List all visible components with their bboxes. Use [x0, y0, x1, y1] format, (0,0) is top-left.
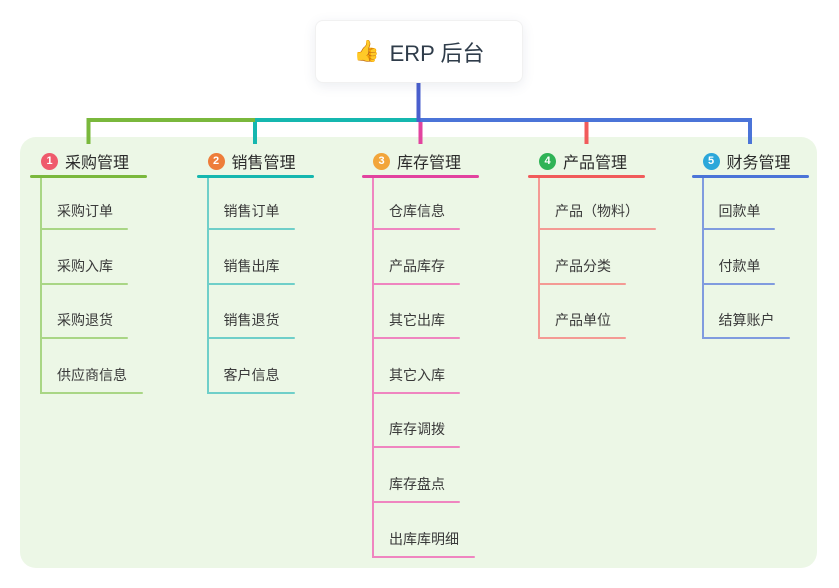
- branch-child-spine: [206, 178, 209, 394]
- child-underline: [372, 556, 475, 558]
- child-underline: [372, 283, 460, 285]
- branch-header-finance[interactable]: 5 财务管理: [702, 148, 791, 174]
- branch-badge: 2: [207, 152, 225, 170]
- child-underline: [206, 392, 295, 394]
- branch-underline: [362, 175, 479, 178]
- child-underline: [701, 283, 775, 285]
- child-node-sales-2[interactable]: 销售出库: [223, 258, 280, 274]
- branch-child-spine: [40, 178, 42, 394]
- child-node-purchase-3[interactable]: 采购退货: [57, 312, 113, 328]
- root-node[interactable]: 👍 ERP 后台: [315, 20, 523, 83]
- branch-child-spine: [701, 178, 704, 339]
- child-node-inventory-5[interactable]: 库存调拨: [389, 421, 445, 437]
- branch-badge: 1: [41, 152, 58, 170]
- branch-label: 采购管理: [65, 155, 130, 172]
- child-node-inventory-3[interactable]: 其它出库: [389, 312, 445, 328]
- child-node-purchase-4[interactable]: 供应商信息: [57, 367, 127, 383]
- child-underline: [701, 337, 790, 339]
- child-node-inventory-7[interactable]: 出库库明细: [389, 531, 459, 547]
- child-underline: [372, 392, 460, 394]
- thumbs-up-icon: 👍: [353, 40, 380, 63]
- branch-underline: [30, 175, 147, 178]
- child-node-inventory-1[interactable]: 仓库信息: [389, 203, 445, 219]
- child-node-inventory-6[interactable]: 库存盘点: [389, 476, 445, 492]
- branch-badge: 4: [539, 152, 556, 170]
- child-node-purchase-2[interactable]: 采购入库: [57, 258, 113, 274]
- child-node-finance-1[interactable]: 回款单: [718, 203, 761, 219]
- branch-header-product[interactable]: 4 产品管理: [539, 148, 627, 174]
- branch-label: 财务管理: [726, 155, 791, 172]
- branch-underline: [691, 175, 809, 178]
- child-node-product-1[interactable]: 产品（物料）: [555, 203, 639, 219]
- branch-header-purchase[interactable]: 1 采购管理: [41, 148, 129, 174]
- child-node-finance-2[interactable]: 付款单: [718, 258, 761, 274]
- child-underline: [372, 337, 460, 339]
- branch-badge: 3: [373, 152, 390, 170]
- child-node-inventory-2[interactable]: 产品库存: [389, 258, 445, 274]
- child-underline: [40, 337, 128, 339]
- root-label: ERP 后台: [389, 40, 485, 66]
- child-underline: [538, 228, 656, 230]
- child-underline: [372, 228, 460, 230]
- child-underline: [40, 283, 128, 285]
- child-underline: [206, 228, 295, 230]
- child-node-sales-1[interactable]: 销售订单: [223, 203, 280, 219]
- child-underline: [40, 392, 143, 394]
- branch-header-sales[interactable]: 2 销售管理: [207, 148, 296, 174]
- child-underline: [40, 228, 128, 230]
- child-node-product-3[interactable]: 产品单位: [555, 312, 611, 328]
- child-node-purchase-1[interactable]: 采购订单: [57, 203, 113, 219]
- branch-label: 库存管理: [397, 155, 462, 172]
- branch-label: 销售管理: [231, 155, 296, 172]
- child-node-inventory-4[interactable]: 其它入库: [389, 367, 445, 383]
- branch-label: 产品管理: [563, 155, 628, 172]
- child-underline: [372, 501, 460, 503]
- child-node-sales-4[interactable]: 客户信息: [223, 367, 280, 383]
- child-node-product-2[interactable]: 产品分类: [555, 258, 611, 274]
- child-node-finance-3[interactable]: 结算账户: [718, 312, 775, 328]
- branch-child-spine: [372, 178, 374, 558]
- child-underline: [206, 337, 295, 339]
- child-node-sales-3[interactable]: 销售退货: [223, 312, 280, 328]
- child-underline: [701, 228, 775, 230]
- branch-underline: [528, 175, 645, 178]
- branch-header-inventory[interactable]: 3 库存管理: [373, 148, 461, 174]
- child-underline: [538, 283, 626, 285]
- background-panel: [20, 137, 817, 568]
- branch-badge: 5: [702, 152, 720, 170]
- branch-underline: [196, 175, 314, 178]
- child-underline: [206, 283, 295, 285]
- child-underline: [372, 446, 460, 448]
- child-underline: [538, 337, 626, 339]
- branch-child-spine: [538, 178, 540, 339]
